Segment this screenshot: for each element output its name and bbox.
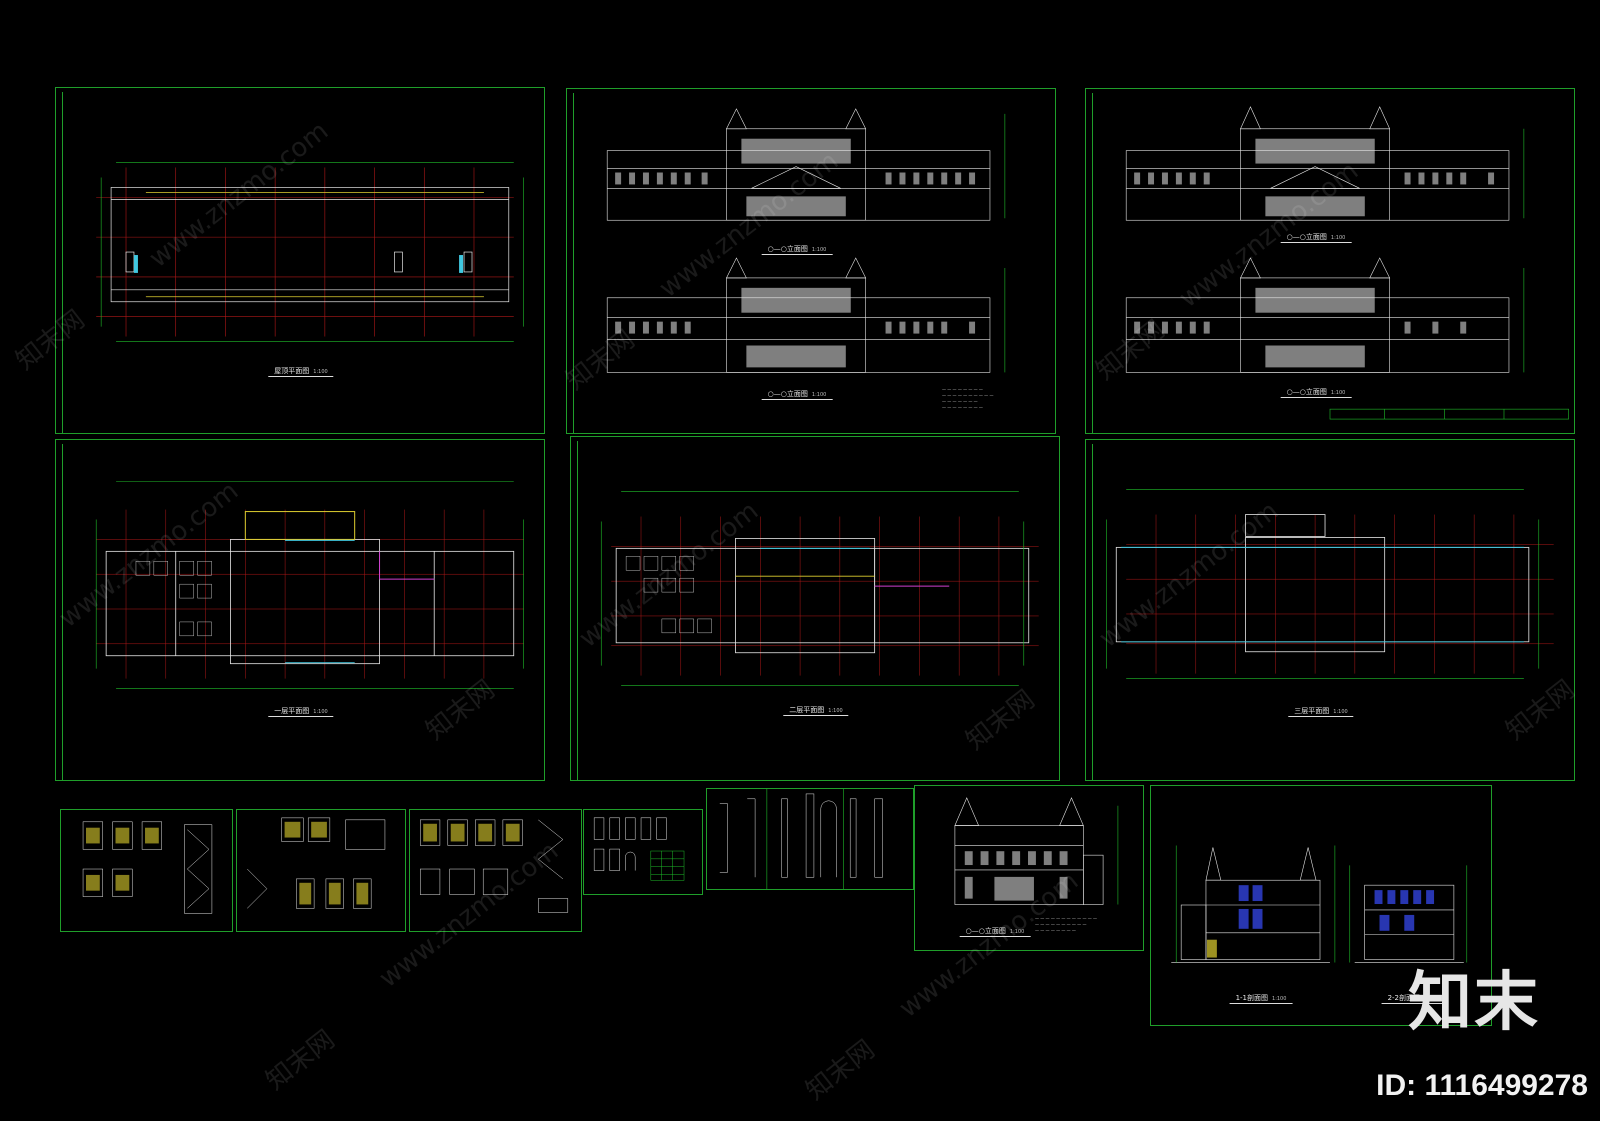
stair-details-drawing	[247, 817, 386, 909]
title-text: ○—○立面图	[965, 927, 1006, 935]
title-text: ○—○立面图	[767, 390, 808, 398]
title-text: ○—○立面图	[767, 245, 808, 253]
sheet-stair-details-3[interactable]	[409, 809, 582, 932]
sheet-stair-details-2[interactable]	[236, 809, 406, 932]
scale-text: 1:100	[1424, 996, 1439, 1002]
scale-text: 1:100	[313, 369, 328, 375]
watermark-brand: 知末网	[260, 1024, 341, 1097]
roof-plan-drawing	[96, 162, 525, 342]
stair-details-drawing	[419, 819, 569, 913]
sheet-inner-frame	[577, 441, 1059, 780]
sections-drawing	[1171, 845, 1468, 963]
title-text: 屋顶平面图	[274, 367, 310, 375]
title-text: 1-1剖面图	[1235, 994, 1269, 1002]
scale-text: 1:100	[1333, 709, 1348, 715]
stair-details-drawing	[82, 821, 213, 914]
sheet-wall-sections[interactable]	[706, 788, 914, 890]
scale-text: 1:100	[1272, 996, 1287, 1002]
sheet-inner-frame	[62, 444, 544, 780]
wall-sections-drawing	[719, 789, 883, 889]
resource-id: ID: 1116499278	[1376, 1069, 1588, 1102]
title-text: 三层平面图	[1294, 707, 1330, 715]
watermark-brand: 知末网	[800, 1034, 881, 1107]
title-text: ○—○立面图	[1286, 233, 1327, 241]
brand-logo: 知末	[1408, 966, 1540, 1040]
title-text: 2-2剖面图	[1387, 994, 1421, 1002]
side-elevation-notes: — — — — — — — — — — — —— — — — — — — — —…	[1035, 916, 1097, 933]
sheet-inner-frame	[62, 92, 544, 433]
front-elevations-drawing	[606, 108, 1006, 373]
third-floor-plan-drawing	[1106, 489, 1554, 679]
window-details-drawing	[593, 817, 685, 881]
scale-text: 1:100	[811, 247, 827, 253]
scale-text: 1:100	[313, 709, 328, 715]
title-text: 一层平面图	[274, 707, 310, 715]
side-elevation-drawing	[954, 797, 1119, 905]
scale-text: 1:100	[1009, 929, 1025, 935]
scale-text: 1:100	[1330, 235, 1346, 241]
first-floor-plan-drawing	[95, 481, 524, 689]
scale-text: 1:100	[828, 708, 843, 714]
scale-text: 1:100	[811, 392, 827, 398]
elevation-notes: — — — — — — — —— — — — — — — — — —— — — …	[942, 387, 994, 410]
sheet-inner-frame	[1092, 93, 1574, 433]
rear-elevations-drawing	[1125, 106, 1569, 420]
sheet-inner-frame	[1092, 444, 1574, 780]
title-text: ○—○立面图	[1286, 388, 1327, 396]
sheet-inner-frame	[573, 93, 1055, 433]
sheet-window-details[interactable]	[583, 809, 703, 895]
title-text: 二层平面图	[789, 706, 825, 714]
sheet-stair-details-1[interactable]	[60, 809, 233, 932]
scale-text: 1:100	[1330, 390, 1346, 396]
second-floor-plan-drawing	[600, 491, 1039, 686]
